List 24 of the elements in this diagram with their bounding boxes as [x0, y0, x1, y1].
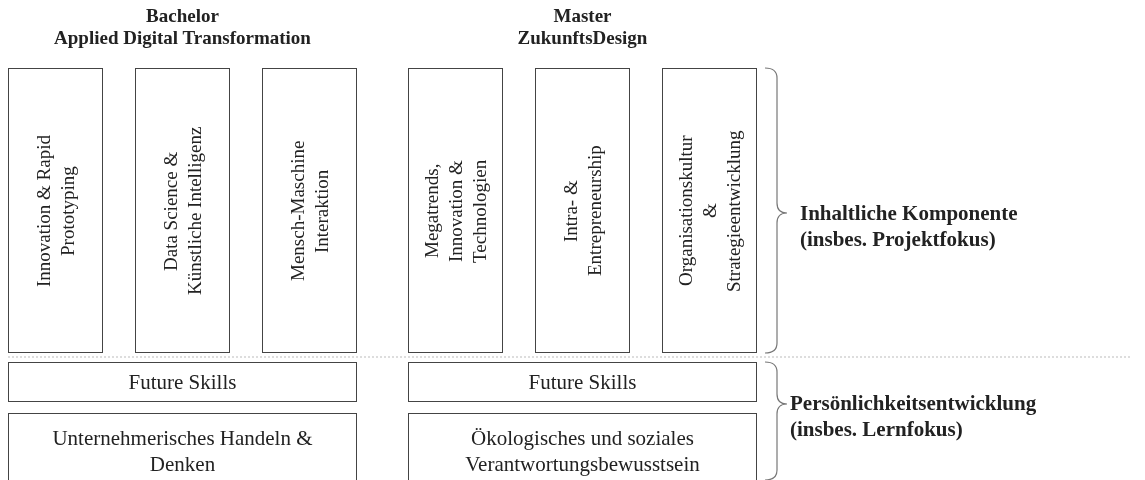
bracket-label: Inhaltliche Komponente (insbes. Projektfokus)	[800, 200, 1019, 252]
module-box	[662, 68, 757, 353]
column-heading: Bachelor Applied Digital Transformation	[53, 5, 312, 49]
box-text: Unternehmerisches Handeln & Denken	[51, 424, 314, 477]
bracket-label: Persönlichkeitsentwicklung (insbes. Lernfokus)	[790, 390, 1038, 442]
box-text: Ökologisches und soziales Verantwortungsbewusstsein	[464, 424, 701, 477]
module-box	[135, 68, 230, 353]
box-text: Data Science & Künstliche Intelligenz	[158, 125, 206, 296]
box-text: Innovation & Rapid Prototyping	[31, 133, 79, 289]
box-text: Mensch-Maschine Interaktion	[285, 139, 333, 283]
column-heading: Master ZukunftsDesign	[516, 5, 649, 49]
box-text: Intra- & Entrepreneurship	[558, 144, 606, 278]
skill-box	[408, 362, 757, 402]
module-box	[408, 68, 503, 353]
module-box	[262, 68, 357, 353]
box-text: Future Skills	[128, 369, 237, 395]
skill-box	[408, 413, 757, 480]
box-text: Organisationskultur & Strategieentwicklung	[673, 128, 745, 294]
box-text: Future Skills	[528, 369, 637, 395]
skill-box	[8, 413, 357, 480]
skill-box	[8, 362, 357, 402]
module-box	[535, 68, 630, 353]
module-box	[8, 68, 103, 353]
box-text: Megatrends, Innovation & Technologien	[419, 157, 491, 265]
